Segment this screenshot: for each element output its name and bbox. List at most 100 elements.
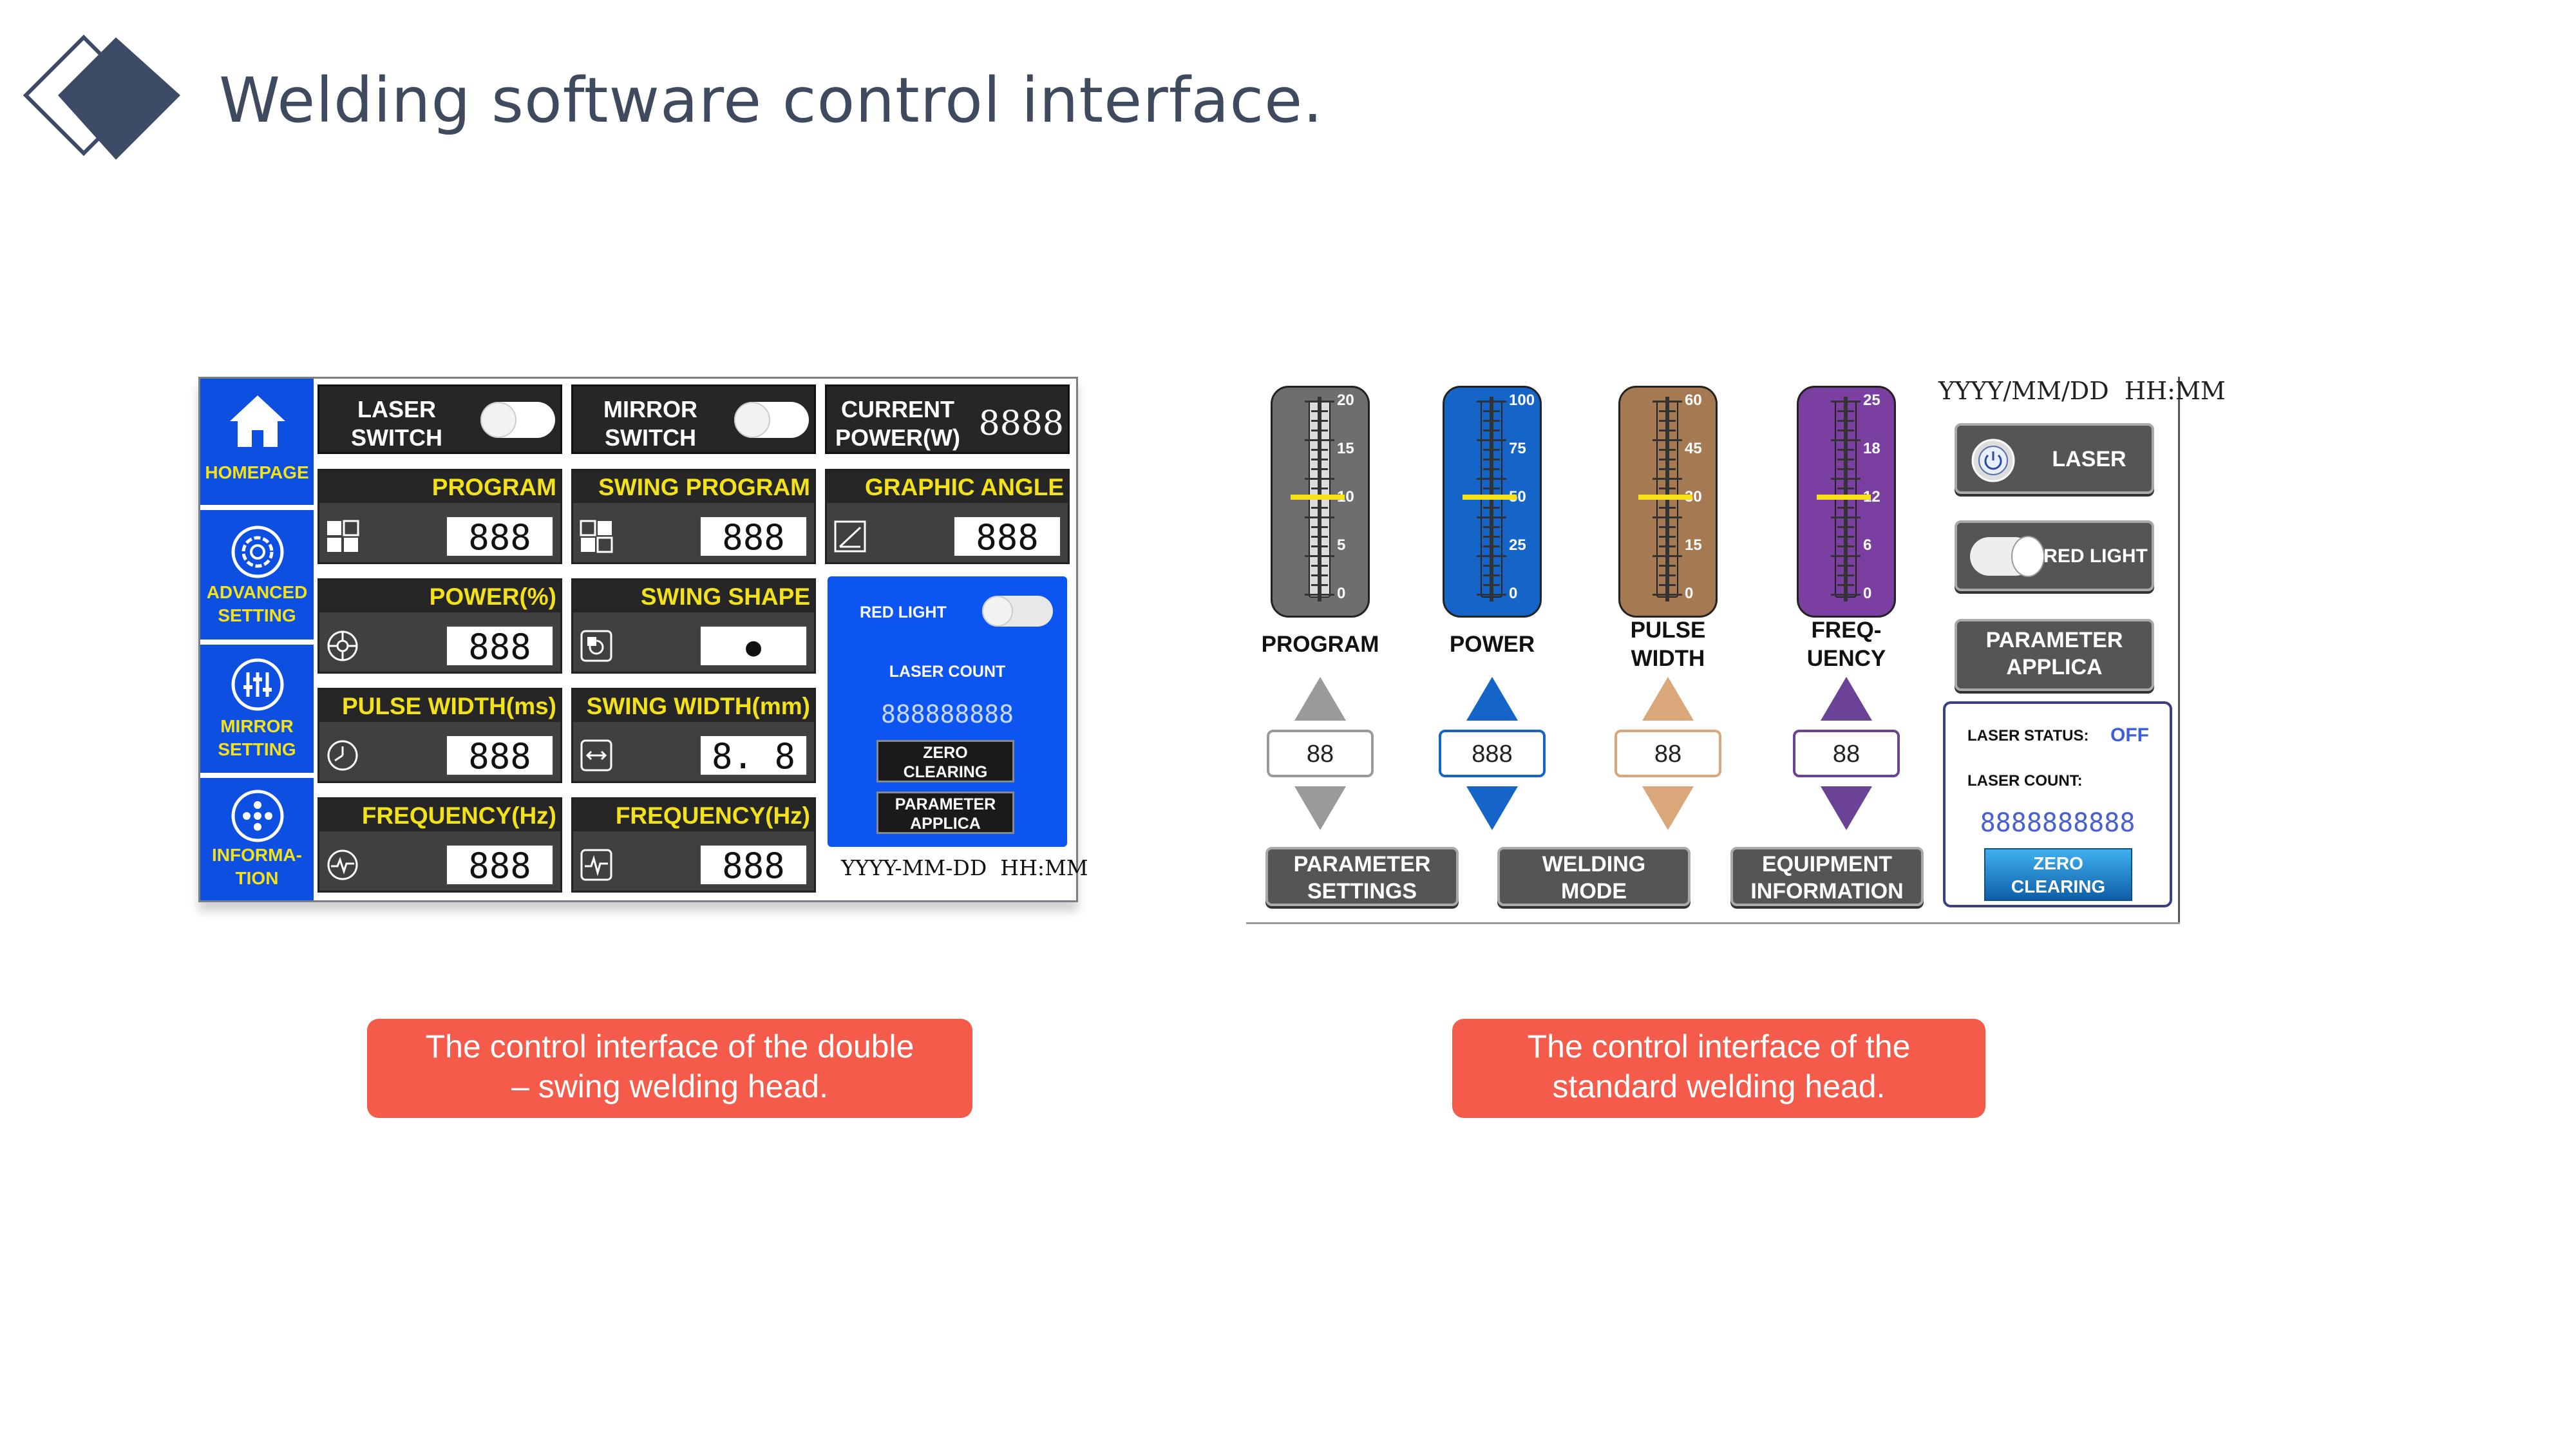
frequency-value[interactable]: 888 bbox=[446, 844, 554, 886]
tick-mark bbox=[1305, 439, 1334, 441]
power-value[interactable]: 888 bbox=[446, 625, 554, 667]
tile-label: SWING PROGRAM bbox=[573, 471, 814, 503]
increase-arrow-icon[interactable] bbox=[1466, 677, 1518, 721]
tick-mark bbox=[1477, 401, 1506, 402]
swing-frequency-value[interactable]: 888 bbox=[699, 844, 808, 886]
swing-width-value[interactable]: 8. 8 bbox=[699, 735, 808, 777]
tick-mark bbox=[1659, 536, 1676, 538]
width-arrows-icon bbox=[580, 739, 612, 772]
program-value[interactable]: 888 bbox=[446, 516, 554, 558]
increase-arrow-icon[interactable] bbox=[1642, 677, 1694, 721]
sidebar-label: MIRROR bbox=[220, 716, 294, 736]
laser-button[interactable]: LASER bbox=[1955, 423, 2154, 494]
mirror-switch-toggle[interactable] bbox=[734, 402, 809, 438]
tick-mark bbox=[1483, 459, 1500, 460]
tick-mark bbox=[1311, 507, 1328, 509]
sidebar-label: SETTING bbox=[218, 605, 296, 625]
increase-arrow-icon[interactable] bbox=[1294, 677, 1346, 721]
value-display[interactable]: 88 bbox=[1267, 730, 1374, 777]
tick-mark bbox=[1653, 439, 1682, 441]
swing-frequency-tile[interactable]: FREQUENCY(Hz) 888 bbox=[571, 797, 816, 893]
pulse-width-value[interactable]: 888 bbox=[446, 735, 554, 777]
pulse-wave-icon bbox=[580, 849, 612, 881]
clock-icon bbox=[327, 740, 358, 771]
graphic-angle-value[interactable]: 888 bbox=[953, 516, 1061, 558]
divider bbox=[200, 639, 314, 645]
slider-thumb[interactable] bbox=[1463, 495, 1517, 500]
decrease-arrow-icon[interactable] bbox=[1466, 786, 1518, 830]
tick-mark bbox=[1837, 410, 1854, 412]
tick-label: 20 bbox=[1337, 392, 1354, 409]
tick-mark bbox=[1659, 468, 1676, 470]
tick-mark bbox=[1837, 574, 1854, 576]
decrease-arrow-icon[interactable] bbox=[1642, 786, 1694, 830]
value-display[interactable]: 888 bbox=[1439, 730, 1546, 777]
pulse-width-tile[interactable]: PULSE WIDTH(ms) 888 bbox=[317, 688, 562, 783]
slider-thumb[interactable] bbox=[1291, 495, 1345, 500]
tick-mark bbox=[1837, 584, 1854, 586]
swing-width-tile[interactable]: SWING WIDTH(mm) 8. 8 bbox=[571, 688, 816, 783]
sliders-icon bbox=[231, 658, 284, 711]
sidebar-label: TION bbox=[235, 868, 279, 888]
tile-label: FREQUENCY(Hz) bbox=[573, 799, 814, 831]
tick-mark bbox=[1659, 584, 1676, 586]
tick-mark bbox=[1653, 555, 1682, 557]
tick-mark bbox=[1837, 488, 1854, 489]
tick-mark bbox=[1305, 401, 1334, 402]
page-title: Welding software control interface. bbox=[219, 64, 1323, 137]
tick-mark bbox=[1311, 430, 1328, 431]
graphic-angle-tile[interactable]: GRAPHIC ANGLE 888 bbox=[825, 469, 1070, 564]
tick-mark bbox=[1659, 526, 1676, 528]
decrease-arrow-icon[interactable] bbox=[1821, 786, 1872, 830]
swing-program-tile[interactable]: SWING PROGRAM 888 bbox=[571, 469, 816, 564]
tick-mark bbox=[1311, 410, 1328, 412]
slider-thumb[interactable] bbox=[1638, 495, 1692, 500]
swing-shape-value[interactable]: ● bbox=[699, 625, 808, 667]
slider-label: FREQ-UENCY bbox=[1806, 618, 1886, 671]
tick-mark bbox=[1837, 459, 1854, 460]
laser-switch-toggle[interactable] bbox=[480, 402, 555, 438]
toggle-knob bbox=[2011, 536, 2045, 577]
sidebar-item-advanced-setting[interactable]: ADVANCED SETTING bbox=[200, 511, 314, 638]
tick-mark bbox=[1659, 507, 1676, 509]
decrease-arrow-icon[interactable] bbox=[1294, 786, 1346, 830]
tick-mark bbox=[1837, 545, 1854, 547]
increase-arrow-icon[interactable] bbox=[1821, 677, 1872, 721]
sidebar-item-information[interactable]: INFORMA- TION bbox=[200, 778, 314, 900]
tick-mark bbox=[1311, 565, 1328, 567]
tile-label: POWER(%) bbox=[319, 580, 560, 612]
tile-label: PULSE WIDTH(ms) bbox=[319, 690, 560, 722]
tick-mark bbox=[1483, 430, 1500, 431]
swing-program-value[interactable]: 888 bbox=[699, 516, 808, 558]
red-light-toggle[interactable] bbox=[982, 596, 1053, 627]
sidebar-label: SETTING bbox=[218, 739, 296, 759]
value-display[interactable]: 88 bbox=[1793, 730, 1900, 777]
tick-mark bbox=[1831, 439, 1861, 441]
tick-label: 5 bbox=[1337, 536, 1346, 554]
caption-line: The control interface of the double bbox=[425, 1028, 914, 1065]
sidebar-item-mirror-setting[interactable]: MIRROR SETTING bbox=[200, 645, 314, 772]
aperture-icon bbox=[327, 630, 358, 661]
info-dots-icon bbox=[231, 790, 284, 842]
slider-thumb[interactable] bbox=[1817, 495, 1871, 500]
value-display[interactable]: 88 bbox=[1615, 730, 1721, 777]
sidebar-item-homepage[interactable]: HOMEPAGE bbox=[200, 379, 314, 501]
program-tile[interactable]: PROGRAM 888 bbox=[317, 469, 562, 564]
frequency-tile[interactable]: FREQUENCY(Hz) 888 bbox=[317, 797, 562, 893]
tick-mark bbox=[1483, 536, 1500, 538]
power-tile[interactable]: POWER(%) 888 bbox=[317, 578, 562, 674]
swing-shape-tile[interactable]: SWING SHAPE ● bbox=[571, 578, 816, 674]
red-light-button[interactable]: RED LIGHT bbox=[1955, 520, 2154, 591]
